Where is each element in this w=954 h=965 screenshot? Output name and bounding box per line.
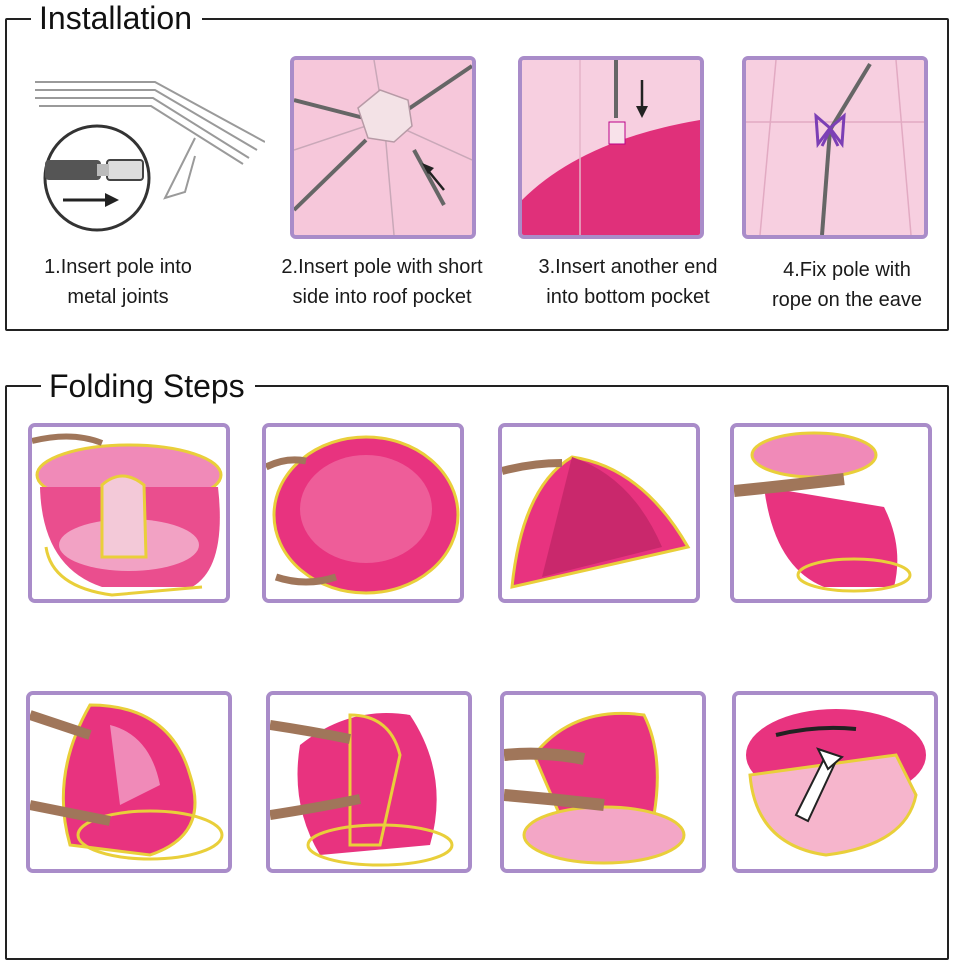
step-3-bottom-pocket-illustration <box>518 56 704 239</box>
installation-title: Installation <box>31 0 202 36</box>
step-4-caption: 4.Fix pole with rope on the eave <box>771 259 923 311</box>
folding-step-5-photo <box>26 691 232 873</box>
folding-section: Folding Steps <box>5 368 949 960</box>
installation-section: Installation 1.Insert pole into metal jo… <box>5 0 949 331</box>
folding-step-2-photo <box>262 423 464 603</box>
folding-step-3-photo <box>498 423 700 603</box>
folding-step-7-photo <box>500 691 706 873</box>
step-2-caption: 2.Insert pole with short side into roof … <box>281 256 483 308</box>
folding-step-8-photo <box>732 691 938 873</box>
folding-step-4-photo <box>730 423 932 603</box>
folding-step-1-photo <box>28 423 230 603</box>
step-3-caption: 3.Insert another end into bottom pocket <box>538 256 718 308</box>
step-2-roof-pocket-illustration <box>290 56 476 239</box>
step-1-caption: 1.Insert pole into metal joints <box>44 256 192 308</box>
folding-step-6-photo <box>266 691 472 873</box>
step-1-pole-joint-illustration <box>35 68 265 248</box>
folding-title: Folding Steps <box>41 368 255 404</box>
step-4-rope-tie-illustration <box>742 56 928 239</box>
